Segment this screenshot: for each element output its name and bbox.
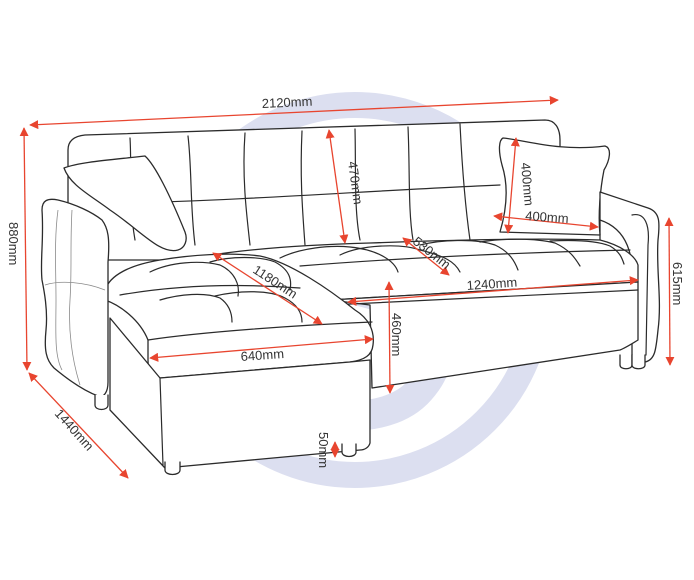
- dim-line-arm-height: [664, 217, 675, 366]
- dim-line-overall-height: [19, 127, 32, 371]
- label-cushion-width: 400mm: [525, 208, 569, 226]
- label-backrest-height: 470mm: [345, 160, 366, 205]
- label-seat-width: 1240mm: [466, 275, 518, 293]
- dim-line-chaise-width: [149, 335, 374, 362]
- dim-line-seat-height: [384, 281, 395, 394]
- label-arm-height: 615mm: [670, 262, 685, 305]
- label-overall-height: 880mm: [6, 222, 21, 265]
- label-overall-width: 2120mm: [261, 94, 312, 111]
- label-overall-depth: 1440mm: [52, 406, 97, 454]
- label-seat-height: 460mm: [389, 313, 404, 356]
- label-cushion-height: 400mm: [518, 162, 537, 207]
- label-chaise-width: 640mm: [240, 346, 284, 364]
- label-leg-height: 50mm: [316, 432, 331, 468]
- dim-line-seat-depth: [402, 237, 450, 276]
- dim-line-chaise-length: [212, 252, 323, 325]
- dim-line-overall-width: [29, 95, 559, 130]
- dim-line-seat-width: [347, 276, 639, 306]
- dim-line-overall-depth: [28, 372, 129, 479]
- dim-line-backrest-height: [325, 129, 349, 244]
- dim-line-cushion-width: [493, 212, 599, 231]
